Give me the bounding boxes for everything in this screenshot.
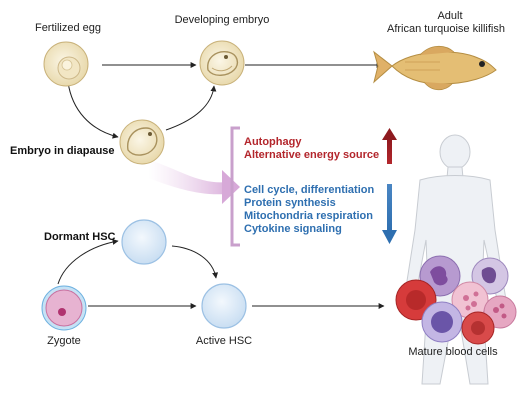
label-fertilized-egg: Fertilized egg xyxy=(34,22,102,34)
dormant-hsc-icon xyxy=(121,219,167,265)
developing-embryo-icon xyxy=(199,40,245,86)
diapause-embryo-icon xyxy=(119,119,165,165)
killifish-icon xyxy=(373,45,497,91)
zygote-icon xyxy=(41,285,87,331)
downregulated-item: Cell cycle, differentiation xyxy=(244,184,375,196)
upregulated-list: Autophagy Alternative energy source xyxy=(244,136,379,162)
downregulated-item: Cytokine signaling xyxy=(244,223,342,235)
pathway-bracket xyxy=(230,126,240,247)
downregulation-arrow xyxy=(382,184,397,244)
label-mature-blood-cells: Mature blood cells xyxy=(408,346,498,358)
label-embryo-in-diapause: Embryo in diapause xyxy=(10,145,115,157)
downregulated-item: Mitochondria respiration xyxy=(244,210,373,222)
label-zygote: Zygote xyxy=(47,335,81,347)
downregulated-item: Protein synthesis xyxy=(244,197,336,209)
mature-blood-cells-icon xyxy=(395,255,517,345)
arrow-dormant-to-active xyxy=(171,245,219,279)
active-hsc-icon xyxy=(201,283,247,329)
arrow-zygote-to-dormant xyxy=(57,238,119,285)
label-developing-embryo: Developing embryo xyxy=(174,14,270,26)
downregulated-list: Cell cycle, differentiation Protein synt… xyxy=(244,184,374,236)
fertilized-egg-icon xyxy=(43,41,89,87)
arrow-egg-to-diapause xyxy=(67,81,119,139)
upregulation-arrow xyxy=(382,128,397,164)
label-adult-species: African turquoise killifish xyxy=(387,23,505,35)
transition-swoosh xyxy=(148,160,228,195)
label-active-hsc: Active HSC xyxy=(195,335,253,347)
label-dormant-hsc: Dormant HSC xyxy=(44,231,116,243)
arrow-diapause-to-embryo xyxy=(165,85,217,131)
upregulated-item: Alternative energy source xyxy=(244,149,380,161)
upregulated-item: Autophagy xyxy=(244,136,302,148)
label-adult: Adult xyxy=(437,10,463,22)
